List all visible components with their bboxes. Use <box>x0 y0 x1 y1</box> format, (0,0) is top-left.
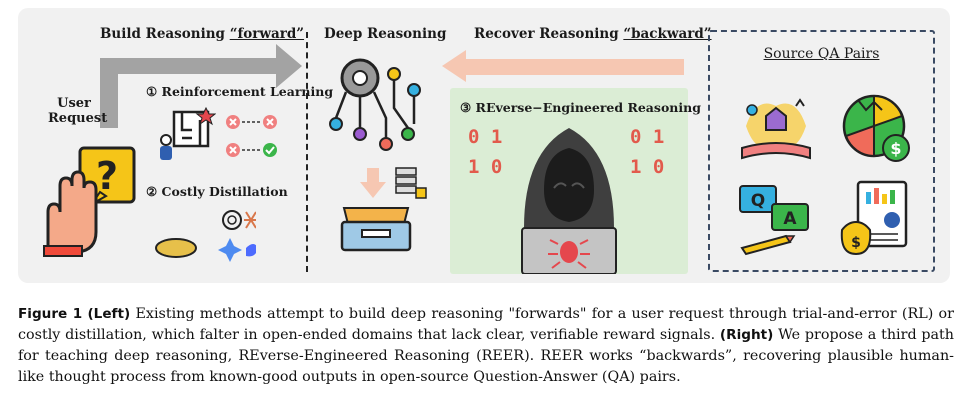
figure-caption: Figure 1 (Left) Existing methods attempt… <box>18 304 954 388</box>
backward-arrow <box>442 50 684 82</box>
down-arrow-icon <box>360 168 386 198</box>
svg-text:?: ? <box>96 154 118 198</box>
build-reasoning-heading: Build Reasoning “forward” <box>100 26 305 42</box>
report-money-icon: $ <box>840 180 908 256</box>
model-logos-icon <box>155 210 256 262</box>
trial-error-icon <box>226 115 277 157</box>
source-qa-box: Source QA Pairs $ Q A <box>708 30 935 272</box>
caption-right-text: We propose a third path for teaching dee… <box>18 327 954 385</box>
caption-left-text: Existing methods attempt to build deep r… <box>18 306 954 343</box>
rl-label: ① Reinforcement Learning <box>146 84 334 99</box>
maze-icon <box>160 106 216 160</box>
svg-text:$: $ <box>851 235 861 251</box>
caption-figure-label: Figure 1 <box>18 306 83 322</box>
caption-right-label: (Right) <box>719 327 774 343</box>
svg-text:$: $ <box>890 139 901 158</box>
reer-panel: ③ REverse−Engineered Reasoning 0 1 1 0 0… <box>450 88 701 274</box>
hacker-icon <box>521 128 617 274</box>
svg-text:A: A <box>783 209 797 229</box>
recover-reasoning-heading: Recover Reasoning “backward” <box>474 26 712 42</box>
qa-title: Source QA Pairs <box>763 46 880 62</box>
distill-label: ② Costly Distillation <box>146 184 288 199</box>
binary-left: 0 1 1 0 <box>468 126 503 178</box>
reer-label: ③ REverse−Engineered Reasoning <box>460 100 701 115</box>
user-request-label: User Request <box>48 96 108 126</box>
story-book-icon <box>741 98 811 160</box>
raised-hand-icon: ? <box>43 146 136 257</box>
deep-reasoning-heading: Deep Reasoning <box>324 26 447 42</box>
qa-chat-icon: Q A <box>739 185 809 256</box>
dashed-divider <box>306 32 308 272</box>
binary-right: 0 1 1 0 <box>630 126 665 178</box>
caption-left-label: (Left) <box>87 306 131 322</box>
forward-arrow <box>100 44 302 128</box>
figure-panel: Build Reasoning “forward” Deep Reasoning… <box>18 8 950 283</box>
file-drawer-icon <box>340 207 412 252</box>
server-thumb-icon <box>395 167 427 199</box>
reasoning-network-icon <box>329 58 421 151</box>
svg-text:Q: Q <box>751 191 765 211</box>
finance-pie-icon: $ <box>842 94 910 162</box>
